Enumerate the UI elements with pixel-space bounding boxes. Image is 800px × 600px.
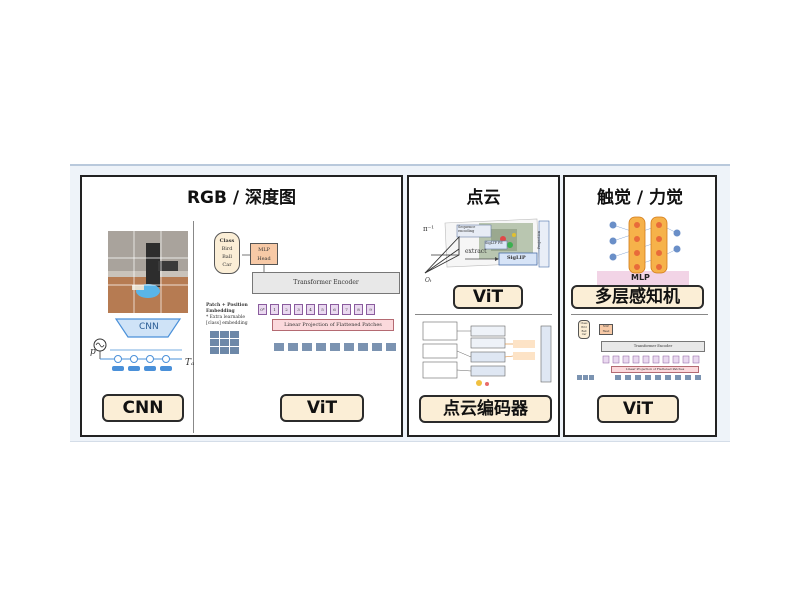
pointcloud-title: 点云 bbox=[466, 188, 501, 208]
rgb-panel-divider bbox=[193, 221, 194, 433]
pc-siglip-text: SigLIP bbox=[507, 255, 526, 261]
mlp-label: 多层感知机 bbox=[571, 285, 704, 309]
patch-label-4: [class] embedding bbox=[206, 321, 248, 326]
t-mlp-head-1: MLP bbox=[603, 325, 609, 328]
token-2: 2 bbox=[282, 304, 291, 315]
mlp-head-line2: Head bbox=[257, 256, 271, 262]
rgb-depth-panel: RGB / 深度图 CNN p Tₐ Class bbox=[80, 175, 403, 437]
t-class-bird: Bird bbox=[581, 325, 587, 329]
tactile-title: 触觉 / 力觉 bbox=[596, 188, 684, 208]
token-7: 7 bbox=[342, 304, 351, 315]
pc-extract-text: extract bbox=[465, 248, 487, 255]
pointcloud-divider bbox=[415, 314, 552, 315]
tactile-vit-projection: Linear Projection of Flattened Patches bbox=[611, 366, 699, 373]
tactile-panel: 触觉 / 力觉 MLP 多层感知机 Class Bird Ball Car ML… bbox=[563, 175, 717, 437]
pc-projection-text: Projection bbox=[537, 230, 541, 249]
vit-input-patches bbox=[210, 331, 396, 354]
tactile-vit-class-box: Class Bird Ball Car bbox=[578, 320, 590, 339]
pc-seq-text: Sequence encoding bbox=[458, 225, 476, 233]
cnn-p-symbol: p bbox=[90, 347, 96, 357]
token-6: 6 bbox=[330, 304, 339, 315]
token-8: 8 bbox=[354, 304, 363, 315]
pointcloud-vit-label: ViT bbox=[453, 285, 523, 309]
pointcloud-encoder-illustration bbox=[422, 321, 552, 386]
tactile-vit-patches bbox=[577, 375, 701, 380]
token-4: 4 bbox=[306, 304, 315, 315]
tactile-vit-mlp-head: MLP Head bbox=[599, 324, 613, 335]
mlp-illustration bbox=[597, 216, 689, 285]
mlp-head-line1: MLP bbox=[258, 247, 270, 253]
vit-patch-label: Patch + Position Embedding * Extra learn… bbox=[206, 303, 258, 327]
t-class-label: Class bbox=[580, 322, 588, 325]
t-mlp-head-2: Head bbox=[602, 329, 610, 333]
cnn-label: CNN bbox=[102, 394, 184, 422]
pc-siglip-pe-text: SigLIP PE bbox=[485, 241, 503, 245]
class-bird: Bird bbox=[221, 246, 233, 252]
patch-label-2: Embedding bbox=[206, 309, 235, 314]
vit-class-box: Class Bird Ball Car bbox=[214, 232, 240, 274]
vit-token-row: 0* 1 2 3 4 5 6 7 8 9 bbox=[258, 304, 375, 315]
class-label: Class bbox=[219, 238, 235, 244]
vit-linear-projection: Linear Projection of Flattened Patches bbox=[272, 319, 394, 331]
pointcloud-panel: 点云 π⁻¹ Sequence encoding SigLIP PE extra… bbox=[407, 175, 560, 437]
cnn-tau-symbol: Tₐ bbox=[185, 358, 195, 368]
tactile-vit-encoder: Transformer Encoder bbox=[601, 341, 705, 352]
token-1: 1 bbox=[270, 304, 279, 315]
vit-arrows bbox=[242, 254, 265, 273]
cnn-illustration bbox=[93, 231, 188, 371]
vit-mlp-head: MLP Head bbox=[250, 243, 278, 265]
t-class-ball: Ball bbox=[581, 329, 587, 333]
tactile-divider bbox=[571, 314, 708, 315]
cnn-block-text: CNN bbox=[139, 322, 159, 332]
diffusion-nodes bbox=[114, 355, 170, 363]
patch-label-1: Patch + Position bbox=[206, 303, 248, 308]
class-ball: Ball bbox=[222, 254, 232, 260]
cnn-block bbox=[114, 318, 182, 338]
vit-transformer-encoder: Transformer Encoder bbox=[252, 272, 400, 294]
tactile-vit-label: ViT bbox=[597, 395, 679, 423]
patch-label-3: * Extra learnable bbox=[206, 315, 246, 320]
tactile-vit-tokens bbox=[602, 355, 700, 364]
mlp-text: MLP bbox=[631, 273, 650, 282]
token-9: 9 bbox=[366, 304, 375, 315]
pointcloud-vit-illustration bbox=[424, 218, 550, 274]
token-3: 3 bbox=[294, 304, 303, 315]
rgb-depth-title: RGB / 深度图 bbox=[186, 188, 297, 208]
token-5: 5 bbox=[318, 304, 327, 315]
pc-pi-text: π⁻¹ bbox=[423, 225, 435, 233]
class-car: Car bbox=[222, 262, 232, 268]
pc-ot-text: Oₜ bbox=[425, 277, 432, 284]
pointcloud-encoder-label: 点云编码器 bbox=[419, 395, 552, 423]
rgb-vit-label: ViT bbox=[280, 394, 364, 422]
t-class-car: Car bbox=[581, 333, 587, 337]
token-0: 0* bbox=[258, 304, 267, 315]
